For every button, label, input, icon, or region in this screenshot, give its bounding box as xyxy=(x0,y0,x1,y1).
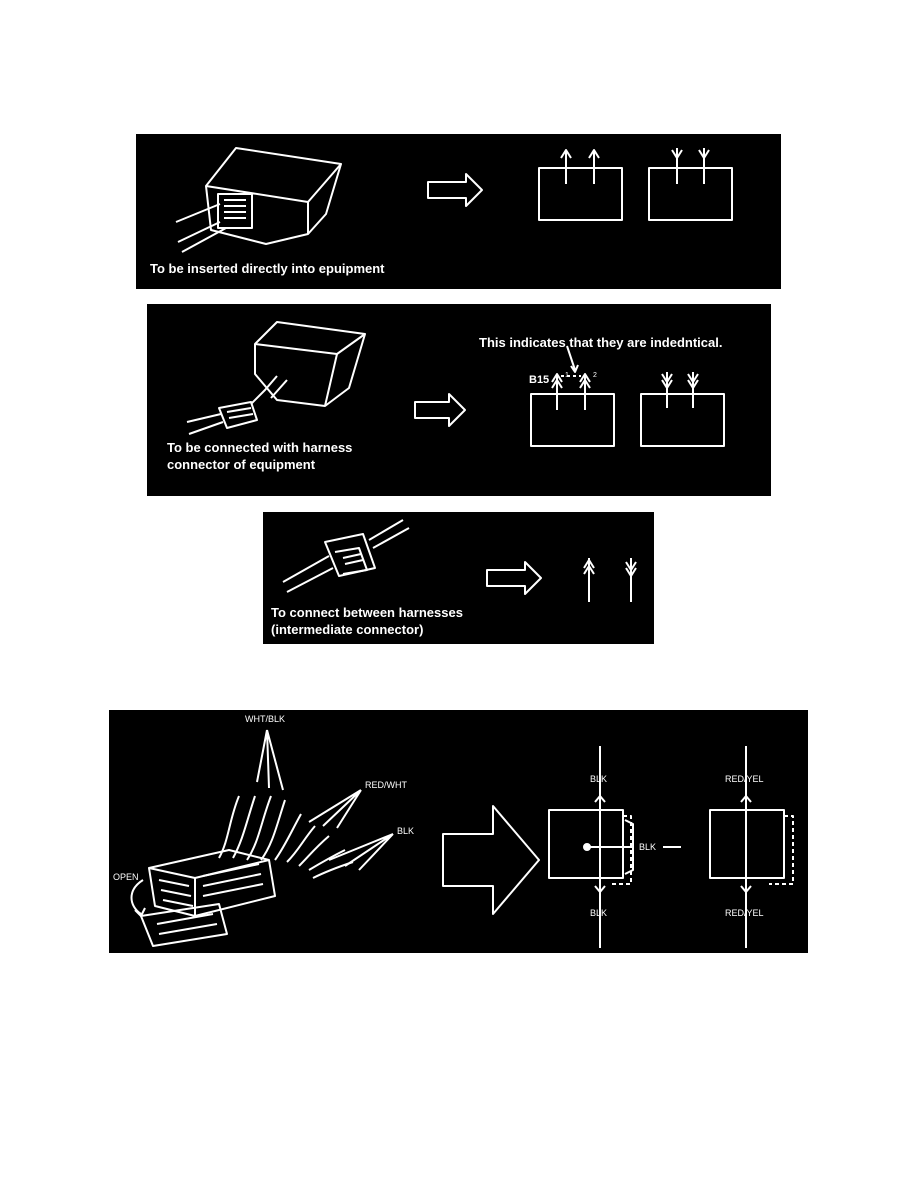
intermediate-connector-illustration xyxy=(282,519,637,602)
receptacle-box-left xyxy=(538,167,623,221)
connector-body xyxy=(205,147,342,245)
intermediate-plug-a xyxy=(324,533,376,577)
harness-connector-illustration xyxy=(186,321,725,447)
schematic-blk-top: BLK xyxy=(590,774,608,784)
direct-insert-illustration xyxy=(175,147,733,253)
hollow-arrow xyxy=(414,393,466,427)
connector-plug xyxy=(217,193,253,229)
schematic-blk-joint: BLK xyxy=(639,842,657,852)
receptacle-box-right xyxy=(648,167,733,221)
panel-wire-color-diagram: WHT/BLK RED/WHT BLK OPEN BLK BLK BLK RED… xyxy=(109,710,808,953)
identical-note: This indicates that they are indedntical… xyxy=(479,335,723,350)
label-red-wht: RED/WHT xyxy=(365,780,407,790)
big-hollow-arrow xyxy=(442,805,540,915)
connector-code: B15 xyxy=(529,374,550,386)
device-body xyxy=(254,321,366,407)
caption-harness-line1: To be connected with harness xyxy=(167,440,353,455)
panel-harness-connector: This indicates that they are indedntical… xyxy=(147,304,771,496)
pin-number-2: 2 xyxy=(593,372,597,379)
caption-intermediate-line1: To connect between harnesses xyxy=(271,605,463,620)
panel-intermediate-connector: To connect between harnesses (intermedia… xyxy=(263,512,654,644)
panel-direct-insert: To be inserted directly into epuipment xyxy=(136,134,781,289)
schematic-blk-bottom: BLK xyxy=(590,908,608,918)
label-blk: BLK xyxy=(397,826,415,836)
open-arrow xyxy=(130,879,144,915)
label-wht-blk: WHT/BLK xyxy=(245,714,286,724)
harness-plug xyxy=(218,401,258,429)
receptacle-box-left xyxy=(530,393,615,447)
intermediate-plug-b xyxy=(334,547,368,575)
multi-pin-connector xyxy=(148,849,276,917)
schematic-redyel-bottom: RED/YEL xyxy=(725,908,764,918)
schematic-box-left xyxy=(548,809,624,879)
schematic-box-right xyxy=(709,809,785,879)
schematic-redyel-top: RED/YEL xyxy=(725,774,764,784)
label-open: OPEN xyxy=(113,872,139,882)
cable xyxy=(175,203,227,253)
caption-harness-line2: connector of equipment xyxy=(167,457,316,472)
caption-intermediate-line2: (intermediate connector) xyxy=(271,622,424,637)
hollow-arrow xyxy=(486,561,542,595)
hollow-arrow xyxy=(427,173,483,207)
caption-direct-insert: To be inserted directly into epuipment xyxy=(150,261,385,276)
receptacle-box-right xyxy=(640,393,725,447)
wire-color-illustration xyxy=(130,729,794,948)
pin-number-1: 1 xyxy=(565,372,569,379)
